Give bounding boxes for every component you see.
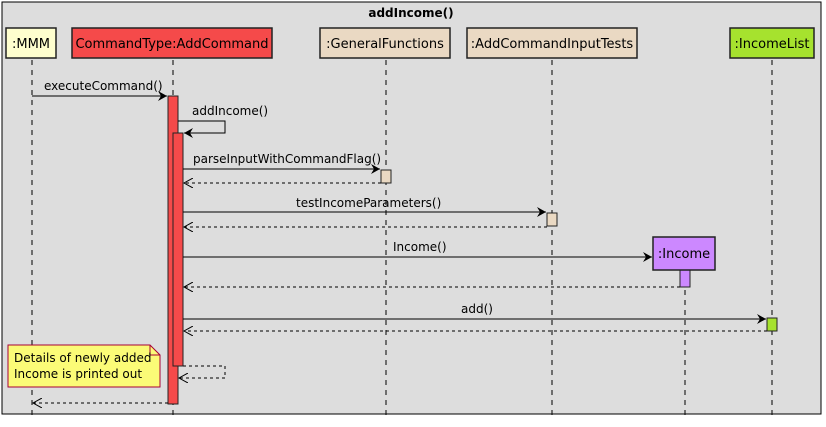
svg-text:CommandType:AddCommand: CommandType:AddCommand (75, 37, 268, 52)
svg-text::MMM: :MMM (12, 37, 50, 52)
participant-mmm: :MMM (5, 27, 57, 59)
svg-text::Income: :Income (658, 247, 710, 262)
message-addincome: addIncome() (178, 104, 268, 138)
message-executecommand: executeCommand() (32, 79, 167, 101)
svg-text:addIncome(): addIncome() (192, 104, 268, 118)
svg-text:Income(): Income() (393, 240, 447, 254)
message-parseinput: parseInputWithCommandFlag() (183, 152, 381, 174)
svg-text:Income is printed out: Income is printed out (14, 367, 142, 381)
participant-generalfunctions: :GeneralFunctions (319, 27, 451, 59)
return-addincome (179, 365, 226, 378)
svg-text::IncomeList: :IncomeList (735, 37, 810, 52)
activation-income (679, 269, 691, 288)
participant-addcommandinputtests: :AddCommandInputTests (466, 27, 638, 59)
activation-incomelist (766, 317, 778, 332)
activation-addcommandinputtests (546, 212, 558, 227)
message-testincomeparameters: testIncomeParameters() (183, 196, 546, 217)
svg-text:parseInputWithCommandFlag(): parseInputWithCommandFlag() (193, 152, 381, 166)
participant-income: :Income (652, 236, 716, 271)
svg-text::GeneralFunctions: :GeneralFunctions (326, 37, 444, 52)
frame-title: addIncome() (368, 6, 453, 20)
activation-addcommand-inner (172, 132, 184, 367)
message-income-constructor: Income() (183, 240, 652, 262)
note-details-printed: Details of newly added Income is printed… (7, 344, 161, 388)
message-add: add() (183, 302, 766, 324)
svg-text:executeCommand(): executeCommand() (44, 79, 163, 93)
svg-text:testIncomeParameters(): testIncomeParameters() (296, 196, 441, 210)
activation-generalfunctions (380, 169, 392, 184)
participant-addcommand: CommandType:AddCommand (71, 27, 273, 59)
participant-incomelist: :IncomeList (729, 27, 815, 59)
svg-text::AddCommandInputTests: :AddCommandInputTests (471, 37, 634, 52)
svg-text:add(): add() (461, 302, 493, 316)
svg-text:Details of newly added: Details of newly added (14, 351, 151, 365)
